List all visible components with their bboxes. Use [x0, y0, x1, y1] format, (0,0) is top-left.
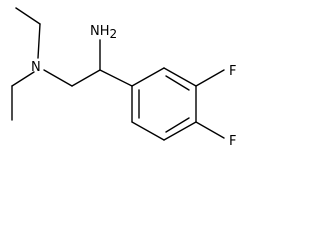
amine-label: NH2 [90, 24, 117, 41]
molecule-structure: NH2 N F F [11, 7, 236, 149]
ring-bond-5 [163, 67, 197, 87]
ring-bond-3 [163, 121, 197, 141]
ring-double-bond-b [165, 117, 190, 133]
amine-label-subscript: 2 [110, 27, 118, 41]
ch2-ch-bond [71, 69, 101, 87]
fluorine-bottom-label: F [229, 134, 236, 149]
f-top-bond [195, 69, 225, 87]
fluorine-top-label: F [229, 64, 236, 79]
ring-bond-6 [131, 67, 165, 87]
nitrogen-label: N [31, 60, 41, 75]
ring-double-bond-c [165, 75, 190, 91]
ch-ring-bond [99, 69, 133, 87]
ethyl-upper-ch3-bond [15, 7, 41, 25]
ring-bond-2 [131, 121, 165, 141]
f-bottom-bond [195, 121, 225, 139]
n-ch2-bond [43, 69, 73, 87]
ethyl-lower-n-ch2-bond [11, 71, 35, 87]
ethyl-upper-ch2-n-bond [37, 23, 41, 59]
amine-label-main: NH [90, 24, 110, 39]
